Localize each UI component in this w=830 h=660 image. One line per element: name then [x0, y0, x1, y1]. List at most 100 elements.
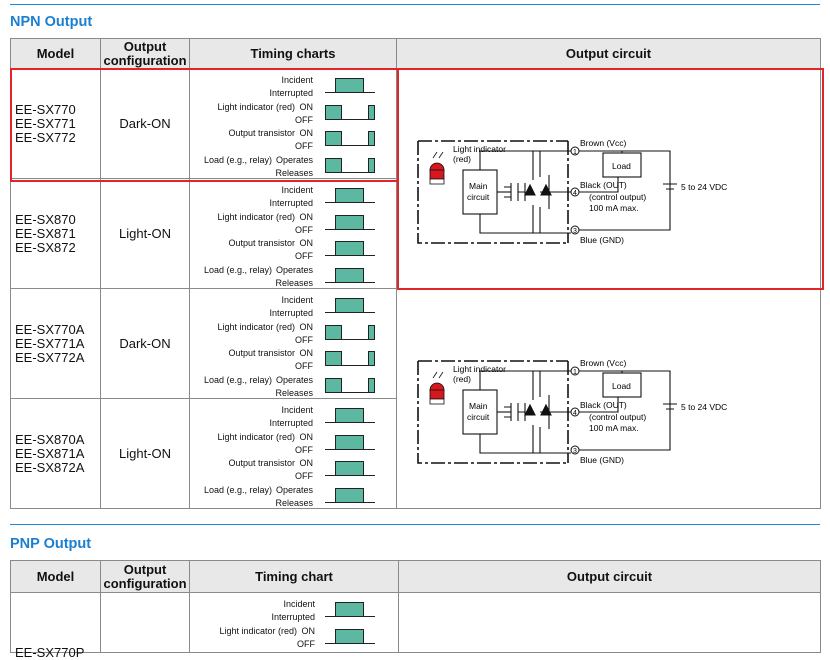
- black-wire-label: Black (OUT): [580, 180, 627, 190]
- pin-4-label: 4: [573, 190, 577, 197]
- timing-state-label: OFF: [295, 334, 313, 345]
- output-circuit-diagram: 1 4 3 Light indicator (red) Main circuit…: [417, 358, 727, 465]
- pin-1-label: 1: [573, 149, 577, 156]
- timing-baseline: [325, 228, 375, 230]
- pin-3-label: 3: [573, 448, 577, 455]
- timing-label: Incident: [281, 75, 313, 85]
- pnp-section-title: PNP Output: [10, 536, 92, 552]
- timing-pulse: [325, 324, 342, 339]
- timing-baseline: [325, 422, 375, 423]
- timing-baseline: [325, 642, 375, 644]
- npn-section-title: NPN Output: [10, 14, 93, 30]
- output-circuit-cell: 1 4 3 Light indicator (red) Main circuit…: [396, 288, 821, 509]
- light-indicator-led-icon: [429, 371, 445, 405]
- timing-label: Incident: [281, 405, 313, 415]
- light-indicator-label: Light indicator: [453, 364, 506, 374]
- table-row: EE-SX770A EE-SX771A EE-SX772A Dark-ON In…: [10, 288, 821, 509]
- timing-state-label: OFF: [297, 638, 315, 649]
- main-circuit-label: Main: [469, 401, 488, 411]
- brown-wire-label: Brown (Vcc): [580, 138, 626, 148]
- timing-state-label: ON: [299, 321, 314, 332]
- timing-pulse: [335, 78, 364, 92]
- load-label: Load: [612, 381, 631, 391]
- model-name: EE-SX872A: [15, 459, 85, 475]
- load-box: [602, 152, 642, 178]
- model-name: EE-SX872: [15, 239, 76, 255]
- header-circuit: Output circuit: [398, 560, 821, 593]
- timing-pulse: [335, 602, 364, 616]
- model-name: EE-SX771A: [15, 335, 85, 351]
- timing-label: Output transistor: [228, 348, 295, 358]
- control-output-label: (control output): [589, 412, 646, 422]
- timing-state-label: Operates: [275, 264, 313, 275]
- terminal-pin-3: [570, 225, 580, 235]
- timing-label: Light indicator (red): [217, 431, 295, 442]
- output-config-cell: Dark-ON: [100, 288, 190, 399]
- blue-wire-label: Blue (GND): [580, 235, 624, 245]
- timing-state-label: ON: [299, 348, 314, 358]
- timing-baseline: [325, 118, 375, 120]
- load-box: [602, 372, 642, 398]
- header-circuit: Output circuit: [396, 38, 821, 69]
- model-name: EE-SX770: [15, 101, 76, 117]
- timing-state-label: Interrupted: [269, 198, 313, 208]
- timing-pulse: [335, 408, 364, 422]
- header-timing: Timing chart: [189, 560, 399, 593]
- timing-state-label: Interrupted: [271, 612, 315, 622]
- timing-label: Light indicator (red): [219, 625, 297, 636]
- timing-state-label: Releases: [275, 387, 313, 398]
- timing-label: Light indicator (red): [217, 321, 295, 332]
- timing-state-label: Releases: [275, 277, 313, 288]
- timing-pulse: [325, 104, 342, 119]
- model-cell: EE-SX770P: [10, 592, 101, 660]
- timing-baseline: [325, 92, 375, 93]
- highlight-box-circuit: [397, 68, 824, 290]
- timing-pulse: [335, 214, 364, 229]
- header-timing: Timing charts: [189, 38, 397, 69]
- model-name: EE-SX772A: [15, 349, 85, 365]
- timing-state-label: OFF: [295, 471, 313, 481]
- header-model: Model: [10, 38, 101, 69]
- timing-label: Incident: [281, 185, 313, 195]
- terminal-pin-1: [570, 366, 580, 376]
- model-name: EE-SX770P: [15, 645, 85, 660]
- header-output-config: Output configuration: [100, 38, 190, 69]
- timing-pulse: [335, 298, 364, 312]
- header-output-config: Output configuration: [100, 560, 190, 593]
- current-rating-label: 100 mA max.: [589, 203, 639, 213]
- timing-baseline: [325, 312, 375, 313]
- output-config-cell: Light-ON: [100, 398, 190, 509]
- main-circuit-label: circuit: [467, 192, 490, 202]
- model-name: EE-SX772: [15, 129, 76, 145]
- terminal-pin-4: [570, 187, 580, 197]
- red-label: (red): [453, 154, 471, 164]
- npn-table: Model Output configuration Timing charts…: [10, 38, 821, 509]
- timing-baseline: [325, 171, 375, 173]
- timing-state-label: ON: [299, 211, 314, 222]
- terminal-pin-3: [570, 445, 580, 455]
- timing-label: Incident: [281, 295, 313, 305]
- timing-baseline: [325, 475, 375, 476]
- sensor-housing-outline: [417, 360, 568, 464]
- timing-baseline: [325, 448, 375, 450]
- timing-label: Load (e.g., relay): [203, 374, 272, 385]
- timing-pulse: [368, 377, 375, 392]
- timing-label: Light indicator (red): [217, 211, 295, 222]
- model-name: EE-SX771: [15, 115, 76, 131]
- timing-pulse: [368, 131, 375, 145]
- table-row: EE-SX870A EE-SX871A EE-SX872A Light-ON I…: [10, 398, 821, 509]
- output-circuit: 1 4 3 Light indicator (red) Main circuit…: [413, 125, 753, 250]
- main-circuit-label: circuit: [467, 412, 490, 422]
- terminal-pin-1: [570, 146, 580, 156]
- timing-pulse: [368, 351, 375, 365]
- table-row: EE-SX770 EE-SX771 EE-SX772 Dark-ON Incid…: [10, 68, 821, 289]
- model-name: EE-SX870A: [15, 431, 85, 447]
- timing-pulse: [335, 487, 364, 502]
- model-name: EE-SX870: [15, 211, 76, 227]
- timing-label: Light indicator (red): [217, 101, 295, 112]
- timing-state-label: Operates: [275, 154, 313, 165]
